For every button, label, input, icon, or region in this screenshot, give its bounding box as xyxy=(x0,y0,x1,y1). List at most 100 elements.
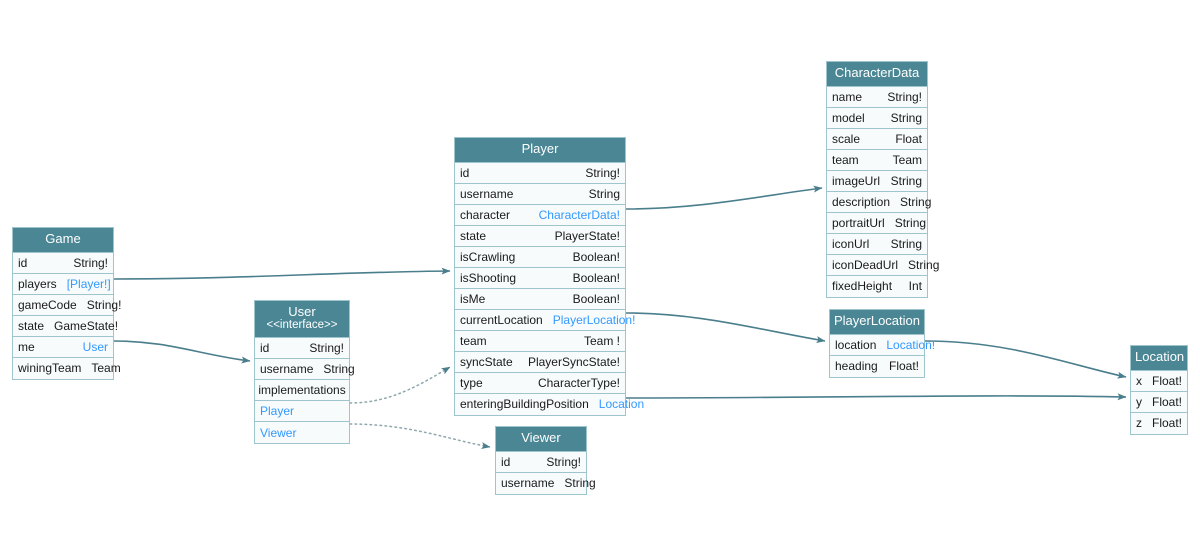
table-row[interactable]: username String xyxy=(255,359,355,381)
table-row[interactable]: x Float! xyxy=(1131,370,1187,392)
entity-user-name: User xyxy=(288,304,316,319)
edge-playerlocation-location-to-location xyxy=(924,340,1127,379)
field-type: String! xyxy=(585,165,620,180)
table-row[interactable]: username String xyxy=(496,472,596,494)
table-row[interactable]: username String xyxy=(455,183,625,205)
entity-user[interactable]: User <<interface>> id String! username S… xyxy=(254,300,355,445)
entity-player[interactable]: Player id String! username String charac… xyxy=(454,137,644,416)
field-type: Int xyxy=(908,279,922,294)
table-row[interactable]: me User xyxy=(13,336,113,358)
table-row[interactable]: isCrawling Boolean! xyxy=(455,246,625,268)
field-name: id xyxy=(260,341,270,356)
table-row[interactable]: syncState PlayerSyncState! xyxy=(455,351,625,373)
table-row[interactable]: location Location! xyxy=(830,334,935,356)
field-name: state xyxy=(18,318,45,333)
implementation-player[interactable]: Player xyxy=(255,401,349,423)
table-row[interactable]: id String! xyxy=(455,162,625,184)
table-row[interactable]: type CharacterType! xyxy=(455,372,625,394)
field-name: name xyxy=(832,89,863,104)
entity-characterdata-name: CharacterData xyxy=(834,65,920,80)
field-name: scale xyxy=(832,131,861,146)
implementation-name: Viewer xyxy=(260,425,297,440)
field-type: PlayerState! xyxy=(554,228,620,243)
entity-location[interactable]: Location x Float! y Float! z Float! xyxy=(1130,345,1188,435)
table-row[interactable]: iconUrl String xyxy=(827,233,927,255)
table-row[interactable]: iconDeadUrl String xyxy=(827,254,939,276)
table-row[interactable]: portraitUrl String xyxy=(827,212,927,234)
table-row[interactable]: team Team xyxy=(827,149,927,171)
field-name: x xyxy=(1136,373,1142,388)
field-type[interactable]: Location xyxy=(598,397,645,412)
field-name: character xyxy=(460,207,511,222)
table-row[interactable]: winingTeam Team xyxy=(13,357,121,379)
field-name: isShooting xyxy=(460,270,517,285)
field-type: Float! xyxy=(1152,394,1183,409)
entity-viewer[interactable]: Viewer id String! username String xyxy=(495,426,596,495)
field-name: enteringBuildingPosition xyxy=(460,397,589,412)
field-type[interactable]: Location! xyxy=(886,337,936,352)
field-type: String xyxy=(564,476,596,491)
table-row[interactable]: name String! xyxy=(827,86,927,108)
field-type: Team xyxy=(892,152,922,167)
table-row[interactable]: model String xyxy=(827,107,927,129)
table-row[interactable]: state GameState! xyxy=(13,315,118,337)
field-type: Team ! xyxy=(583,333,620,348)
field-type: String! xyxy=(86,297,122,312)
entity-characterdata[interactable]: CharacterData name String! model String … xyxy=(826,61,939,298)
entity-game[interactable]: Game id String! players [Player!] gameCo… xyxy=(12,227,121,380)
field-type[interactable]: [Player!] xyxy=(66,276,111,291)
entity-viewer-name: Viewer xyxy=(521,430,561,445)
table-row[interactable]: fixedHeight Int xyxy=(827,275,927,297)
table-row[interactable]: state PlayerState! xyxy=(455,225,625,247)
implementation-viewer[interactable]: Viewer xyxy=(255,422,349,444)
table-row[interactable]: imageUrl String xyxy=(827,170,927,192)
table-row[interactable]: currentLocation PlayerLocation! xyxy=(455,309,635,331)
entity-viewer-title: Viewer xyxy=(496,427,586,452)
field-type: String xyxy=(908,257,940,272)
table-row[interactable]: id String! xyxy=(13,252,113,274)
entity-playerlocation-title: PlayerLocation xyxy=(830,310,924,335)
field-name: me xyxy=(18,339,35,354)
field-name: id xyxy=(460,165,470,180)
table-row[interactable]: enteringBuildingPosition Location xyxy=(455,393,644,415)
edge-user-implements-player xyxy=(349,366,451,404)
table-row[interactable]: heading Float! xyxy=(830,355,924,377)
entity-playerlocation[interactable]: PlayerLocation location Location! headin… xyxy=(829,309,935,378)
table-row[interactable]: isShooting Boolean! xyxy=(455,267,625,289)
field-name: heading xyxy=(835,359,878,374)
field-name: players xyxy=(18,276,57,291)
field-name: username xyxy=(260,362,314,377)
table-row[interactable]: z Float! xyxy=(1131,412,1187,434)
field-name: winingTeam xyxy=(18,361,82,376)
table-row[interactable]: isMe Boolean! xyxy=(455,288,625,310)
table-row[interactable]: scale Float xyxy=(827,128,927,150)
entity-characterdata-title: CharacterData xyxy=(827,62,927,87)
field-name: location xyxy=(835,337,877,352)
field-type: String xyxy=(894,215,927,230)
field-name: iconUrl xyxy=(832,236,870,251)
field-type: String! xyxy=(73,255,108,270)
table-row[interactable]: team Team ! xyxy=(455,330,625,352)
field-type[interactable]: CharacterData! xyxy=(538,207,620,222)
entity-location-title: Location xyxy=(1131,346,1187,371)
table-row[interactable]: description String xyxy=(827,191,931,213)
field-type: Boolean! xyxy=(572,270,620,285)
table-row[interactable]: character CharacterData! xyxy=(455,204,625,226)
entity-location-name: Location xyxy=(1135,349,1185,364)
implementations-header: implementations xyxy=(255,380,349,402)
implementation-name: Player xyxy=(260,404,295,419)
field-type[interactable]: PlayerLocation! xyxy=(552,312,636,327)
entity-player-title: Player xyxy=(455,138,625,163)
table-row[interactable]: gameCode String! xyxy=(13,294,121,316)
field-type: Float xyxy=(895,131,922,146)
field-name: type xyxy=(460,375,483,390)
field-type: String xyxy=(890,236,922,251)
field-type: String xyxy=(588,186,620,201)
table-row[interactable]: id String! xyxy=(496,451,586,473)
field-type[interactable]: User xyxy=(82,339,108,354)
field-name: isCrawling xyxy=(460,249,516,264)
table-row[interactable]: y Float! xyxy=(1131,391,1187,413)
table-row[interactable]: players [Player!] xyxy=(13,273,113,295)
table-row[interactable]: id String! xyxy=(255,338,349,360)
